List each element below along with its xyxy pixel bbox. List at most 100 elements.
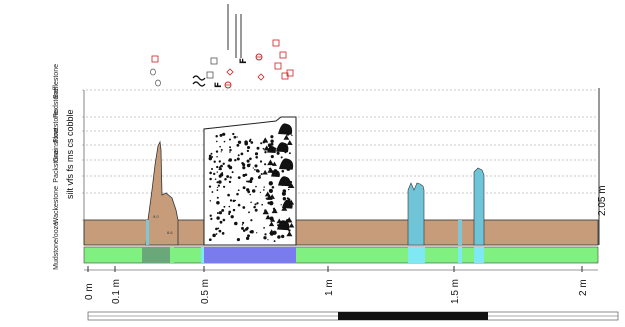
clast	[259, 174, 261, 177]
clast	[237, 176, 241, 179]
clast	[213, 172, 216, 176]
clast	[244, 140, 248, 144]
clast	[246, 163, 251, 168]
clast	[209, 214, 212, 217]
clast	[208, 154, 212, 158]
facies-bar	[83, 246, 599, 264]
clast	[215, 233, 218, 235]
left-sand-peak: 8.6 9.0	[145, 140, 179, 246]
clast	[278, 176, 291, 187]
clast	[208, 185, 212, 188]
clast	[280, 204, 282, 206]
distance-axis: 0 m 0.1 m 0.5 m 1 m 1.5 m 2 m	[84, 266, 598, 304]
clast	[244, 227, 248, 231]
clast	[230, 200, 232, 202]
clast	[220, 151, 222, 153]
clast	[282, 196, 287, 201]
clast	[246, 145, 251, 150]
tick-label: 1 m	[324, 279, 335, 296]
clast	[271, 169, 280, 177]
lithology-label: Floatstone	[53, 110, 60, 143]
clast	[236, 238, 240, 242]
clast	[247, 180, 250, 183]
clast	[231, 171, 234, 174]
tick-label: 0.1 m	[111, 279, 122, 304]
clast	[279, 158, 294, 170]
clast	[259, 191, 262, 194]
wavy-lamination-icon	[192, 75, 206, 87]
clast	[242, 206, 246, 209]
clast	[277, 220, 290, 231]
clast	[234, 158, 237, 162]
clast	[219, 173, 224, 177]
clast	[213, 160, 216, 163]
clast	[228, 180, 232, 184]
clast	[283, 134, 290, 140]
clast	[259, 160, 263, 163]
clast	[263, 186, 265, 188]
clast	[229, 176, 232, 179]
clast	[209, 171, 212, 175]
clast	[265, 197, 268, 200]
clast	[229, 146, 232, 149]
lithology-label: Mudstone/ooze	[53, 222, 60, 270]
clast	[220, 148, 223, 151]
clasts	[208, 123, 295, 243]
clast	[254, 152, 259, 156]
sample-box-icon	[281, 72, 289, 80]
clast	[286, 140, 293, 145]
clast	[223, 185, 226, 188]
clast	[217, 212, 219, 214]
clast	[262, 189, 265, 191]
clast	[268, 188, 273, 193]
clast	[262, 169, 268, 175]
clast	[261, 203, 264, 206]
clast	[281, 234, 285, 239]
sample-box-icon	[279, 51, 287, 59]
clast	[215, 150, 219, 153]
clast	[245, 236, 250, 241]
tick-label: 1.5 m	[450, 279, 461, 304]
clast	[276, 151, 280, 155]
clast	[228, 138, 232, 141]
clast	[288, 188, 290, 191]
clast	[217, 184, 220, 187]
clast	[262, 137, 269, 143]
tick-label: 2 m	[578, 279, 589, 296]
clast	[236, 157, 240, 161]
sample-box-icon	[274, 62, 282, 70]
clast	[267, 239, 269, 241]
clast	[240, 152, 244, 156]
clast	[262, 147, 265, 150]
clast	[241, 221, 245, 225]
clast	[218, 166, 221, 169]
clast	[216, 201, 220, 205]
clast	[216, 196, 219, 199]
clast	[208, 238, 212, 242]
sample-label-a: 8.6	[167, 230, 173, 235]
thin-pillar	[458, 220, 462, 245]
clast	[232, 199, 236, 203]
clast	[216, 171, 218, 173]
tick-label: 0.5 m	[200, 279, 211, 304]
clast	[228, 159, 231, 162]
clast	[247, 190, 251, 194]
clast	[217, 227, 220, 230]
clast	[218, 160, 221, 163]
lithology-label: Wackestone	[53, 186, 60, 224]
clast	[214, 178, 217, 181]
clast	[209, 177, 212, 181]
lithology-label: Grainstone	[53, 128, 60, 162]
clast	[273, 240, 276, 243]
clast	[268, 181, 273, 186]
clast	[237, 154, 240, 157]
clast	[288, 222, 295, 228]
clast	[210, 218, 212, 221]
clast	[253, 205, 256, 209]
clast	[221, 172, 224, 174]
clast	[249, 180, 253, 184]
clast	[242, 229, 246, 232]
clast	[264, 151, 267, 154]
ooid-icon	[150, 68, 156, 76]
